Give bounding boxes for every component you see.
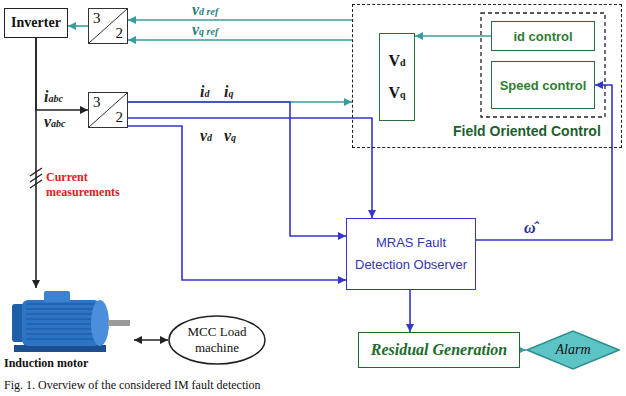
signal-name: iq [224,83,233,101]
node-text: MRAS Fault Detection Observer [351,232,471,276]
node-text: MCC Load machine [182,324,252,355]
signal-name: vq [224,127,236,145]
connector [409,290,411,332]
control-box: id control [491,21,595,51]
observer-box: MRAS Fault Detection Observer [346,218,476,290]
diamond-shape [527,331,619,369]
terminal-box [44,291,70,302]
edge-label: vd ref [190,1,220,19]
control-box: Speed control [491,61,595,109]
connector [128,126,346,280]
motor-body [22,300,100,346]
load-machine-ellipse: MCC Load machine [168,315,266,365]
voltage-box: VdVq [379,33,415,121]
node-text: Inverter [11,15,61,31]
connector [128,118,372,218]
converter-digit: 3 [93,95,101,110]
converter-digit: 2 [116,110,124,125]
motor-shaft [108,320,130,326]
motor-fins [26,303,96,343]
foc-region: Field Oriented Control VdVq id controlSpee… [352,4,622,148]
converter-digit: 3 [93,11,101,26]
end-shield [91,300,109,346]
signal-name: id [200,83,209,101]
annotation-text: Current measurements [46,170,126,200]
dashed-rect [481,13,605,117]
node-text: Speed control [500,78,587,93]
node-text: Alarm [556,342,591,358]
node-text: Field Oriented Control [453,123,601,139]
node-text: Vd [388,52,405,70]
connector [415,35,491,37]
converter-box: 32 [88,8,128,44]
figure-caption: Fig. 1. Overview of the considered IM fa… [4,378,261,393]
motor-base [14,345,106,352]
converter-digit: 2 [116,26,124,41]
connector [128,19,352,21]
signal-name: vd [200,127,212,145]
converter-box: 32 [88,92,128,128]
residual-box: Residual Generation [358,332,520,368]
edge-label: ω̂ [522,219,538,237]
diagonal-line [89,93,127,127]
connector [128,102,346,236]
induction-motor: Induction motor [4,288,134,374]
node-text: Residual Generation [371,341,507,359]
connector [134,339,168,341]
connector [128,39,352,41]
diagonal-line [89,9,127,43]
ellipse-shape [169,316,265,364]
node-text: Induction motor [4,356,88,371]
inverter-box: Inverter [4,8,68,38]
connector [68,25,88,27]
node-text: Vq [388,84,405,102]
connector [36,38,88,110]
alarm-diamond: Alarm [526,330,620,370]
signal-name: vabc [44,113,66,131]
motor-illustration [4,288,134,354]
edge-label: vq ref [190,21,220,39]
node-text: id control [513,29,572,44]
signal-name: iabc [44,88,63,106]
